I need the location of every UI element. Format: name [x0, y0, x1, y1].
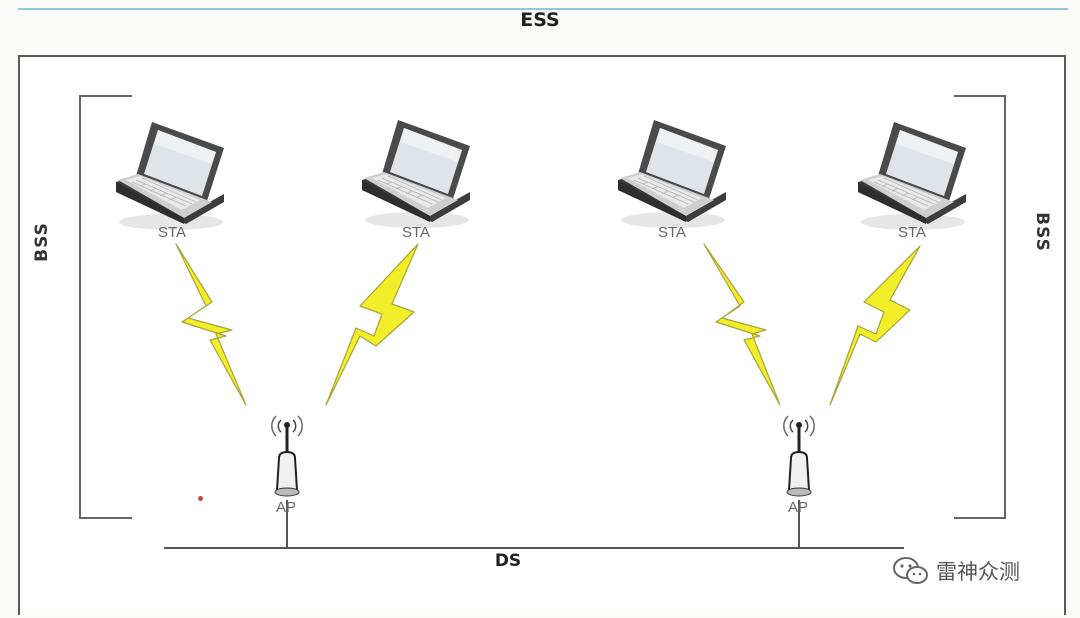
bss-right-bracket	[954, 95, 1006, 519]
laptop-icon	[115, 121, 225, 231]
sta-label: STA	[897, 224, 927, 241]
watermark-text: 雷神众测	[936, 560, 1020, 584]
top-divider	[18, 8, 1068, 10]
access-point-icon	[270, 414, 304, 498]
lightning-icon	[703, 243, 781, 406]
access-point-icon	[782, 414, 816, 498]
sta-label: STA	[157, 224, 187, 241]
laptop-icon	[361, 119, 471, 229]
sta-label: STA	[401, 224, 431, 241]
ap-label: AP	[787, 499, 808, 516]
bss-right-label: BSS	[1031, 212, 1052, 252]
lightning-icon	[829, 245, 921, 406]
watermark: 雷神众测	[892, 553, 1062, 589]
laptop-icon	[617, 119, 727, 229]
ds-label: DS	[494, 551, 522, 571]
bss-left-bracket	[79, 95, 132, 519]
stray-mark	[198, 496, 203, 501]
wechat-icon	[893, 557, 928, 584]
bss-left-label: BSS	[31, 222, 52, 262]
sta-label: STA	[657, 224, 687, 241]
ap-label: AP	[275, 499, 296, 516]
lightning-icon	[325, 243, 419, 406]
lightning-icon	[175, 243, 247, 406]
laptop-icon	[857, 121, 967, 231]
ess-label: ESS	[520, 9, 560, 31]
